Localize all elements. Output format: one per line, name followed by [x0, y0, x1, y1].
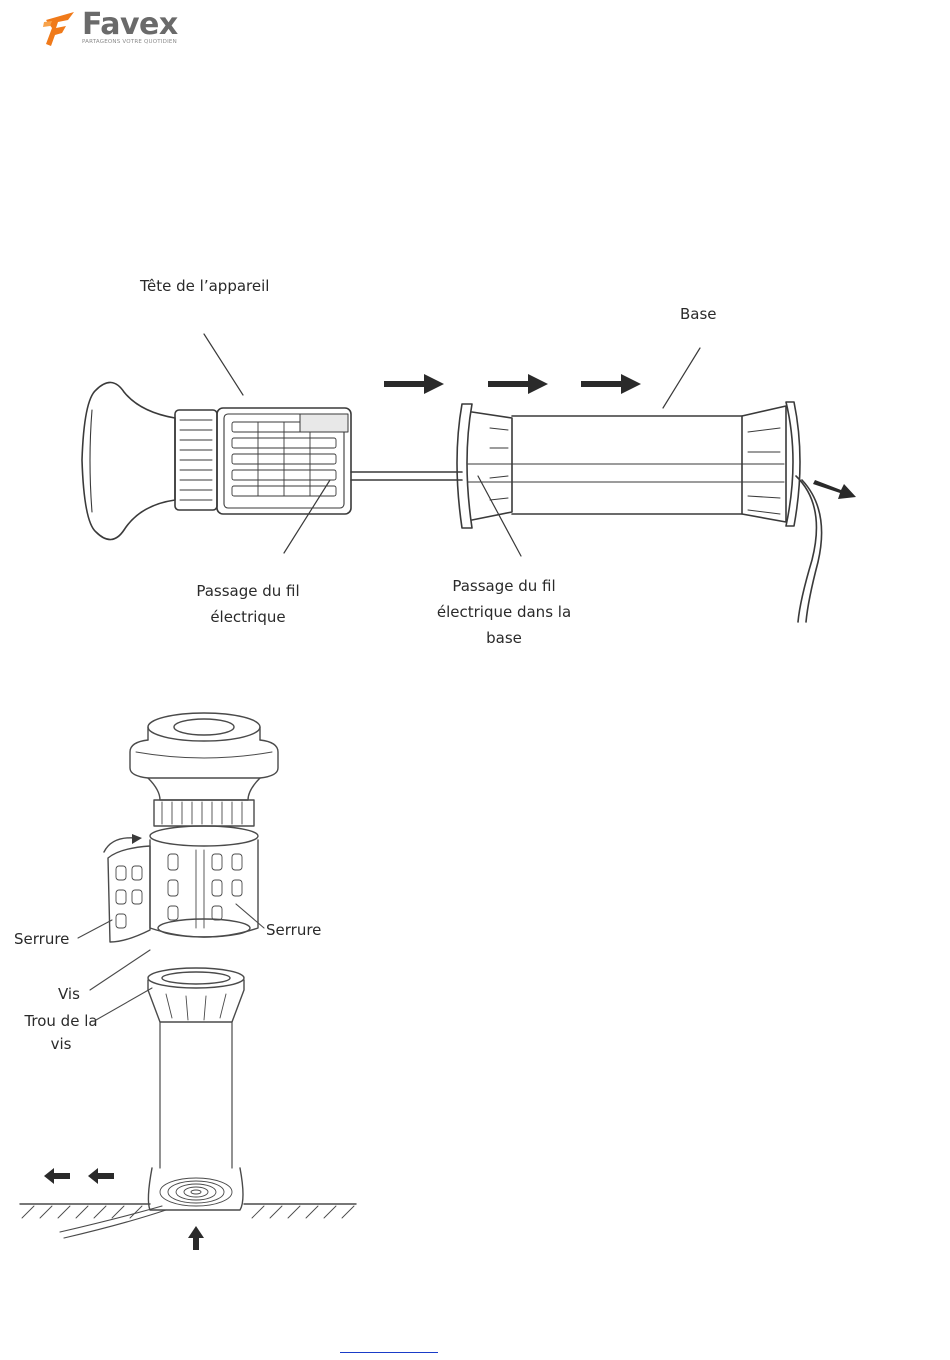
vented-cage — [150, 840, 258, 937]
device-cap — [130, 713, 278, 846]
label-lock-left: Serrure — [14, 926, 69, 952]
ground-anchor — [20, 1168, 356, 1238]
arrow-left-icon — [88, 1168, 114, 1184]
cage-door — [104, 838, 150, 942]
label-screw-hole-line: vis — [16, 1033, 106, 1056]
label-lock-right: Serrure — [266, 917, 321, 943]
label-screw-hole-line: Trou de la — [16, 1010, 106, 1033]
rotation-arrow-icon — [132, 834, 142, 844]
footer-link[interactable] — [340, 1338, 438, 1353]
direction-arrows — [44, 1168, 204, 1250]
arrow-up-icon — [188, 1226, 204, 1250]
arrow-left-icon — [44, 1168, 70, 1184]
base-collar — [148, 968, 244, 1022]
label-screw: Vis — [58, 981, 80, 1007]
label-screw-hole: Trou de la vis — [16, 1010, 106, 1056]
